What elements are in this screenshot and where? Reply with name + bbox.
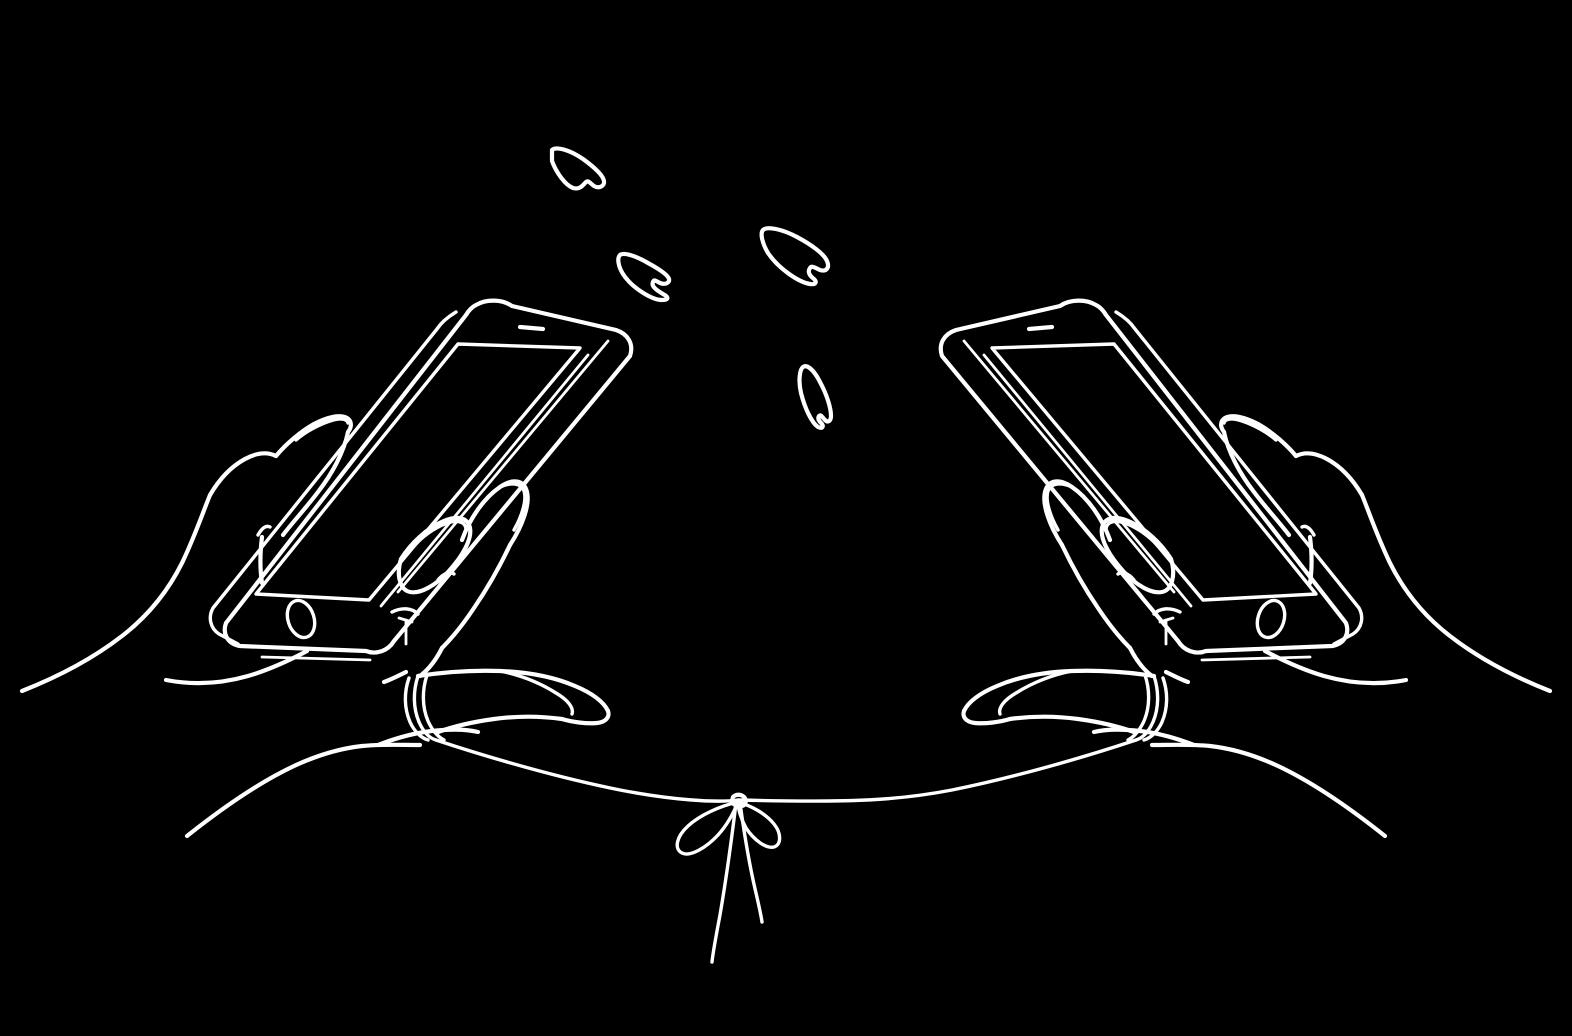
lower-right-index-top: [961, 668, 1157, 714]
left-index-finger-outer: [273, 414, 353, 459]
left-phone-glass-reflection: [396, 339, 610, 594]
left-wrist-top-edge: [207, 451, 279, 498]
right-phone-glass-reflection: [962, 339, 1176, 594]
lower-right-ribbon-wrap-1: [1142, 676, 1169, 742]
right-finger-crease-a: [1300, 524, 1316, 537]
ribbon-bow-loop-left: [675, 800, 740, 856]
lower-left-fingertip: [559, 708, 611, 726]
petal-3: [759, 226, 831, 287]
left-hand-holding-phone: [19, 298, 634, 694]
left-index-finger-inner: [280, 429, 351, 538]
lower-right-ribbon-wrap-2: [1134, 674, 1160, 742]
left-finger-crease-a: [256, 524, 272, 537]
petal-1: [549, 146, 607, 191]
ribbon-drape-right: [736, 738, 1138, 803]
right-smartphone: [938, 298, 1364, 662]
lower-right-hand: [961, 668, 1388, 839]
left-phone-bottom-chin: [260, 655, 372, 662]
left-finger-wrap-nail: [498, 482, 527, 532]
ribbon-knot: [729, 792, 748, 809]
left-smartphone: [208, 298, 634, 662]
lower-left-index-bottom: [435, 714, 565, 735]
red-string-of-fate: [434, 738, 1138, 964]
right-phone-home-button: [1255, 598, 1287, 640]
right-phone-screen-depth: [982, 353, 1193, 608]
left-knuckle-fold-b: [390, 607, 420, 616]
left-arm-lower-edge: [19, 492, 213, 694]
lower-left-palm-contour: [381, 669, 409, 685]
right-finger-wrap-nail: [1045, 482, 1074, 532]
lower-right-index-bottom: [1007, 714, 1137, 735]
left-phone-home-button: [285, 598, 317, 640]
left-knuckle-fold-a: [436, 570, 456, 582]
right-index-finger-outer: [1219, 414, 1299, 459]
lower-left-ribbon-wrap-2: [412, 674, 438, 742]
right-phone-bottom-chin: [1200, 655, 1312, 662]
lower-left-fingernail: [498, 669, 575, 716]
lower-left-index-top: [415, 668, 611, 714]
petal-4: [797, 364, 834, 430]
lower-left-hand: [184, 668, 611, 839]
right-phone-earpiece-slot: [1026, 324, 1055, 332]
left-phone-screen-depth: [379, 353, 590, 608]
right-arm-lower-edge: [1359, 492, 1553, 694]
right-finger-wrap-outer: [1042, 479, 1113, 548]
right-knuckle-fold-a: [1116, 570, 1136, 582]
lower-left-ribbon-wrap-3: [421, 673, 446, 742]
left-phone-bezel: [222, 298, 634, 655]
lower-left-ribbon-wrap-1: [403, 676, 430, 742]
petal-2: [616, 251, 672, 303]
right-thumb: [1099, 515, 1176, 595]
left-thumb: [396, 515, 473, 595]
ribbon-drape-left: [434, 738, 740, 803]
right-hand-holding-phone: [938, 298, 1553, 694]
lower-right-forearm-bottom: [1149, 742, 1388, 839]
falling-petals-group: [549, 146, 834, 430]
ribbon-tail-right: [738, 801, 764, 924]
left-phone-screen: [254, 342, 582, 602]
right-phone-bezel: [938, 298, 1350, 655]
right-knuckle-fold-b: [1152, 607, 1182, 616]
right-phone-side-edge: [1114, 310, 1364, 646]
right-index-fingernail: [1222, 417, 1278, 442]
left-phone-earpiece-slot: [517, 324, 546, 332]
lower-right-palm-contour: [1163, 669, 1191, 685]
left-finger-wrap-inner: [439, 542, 513, 651]
left-thumbnail: [413, 519, 468, 547]
right-finger-wrap-inner: [1059, 542, 1133, 651]
lower-left-forearm-bottom: [184, 742, 423, 839]
right-wrist-top-edge: [1293, 451, 1365, 498]
lower-right-fingernail: [997, 669, 1074, 716]
right-phone-screen: [990, 342, 1318, 602]
lower-right-fingertip: [961, 708, 1013, 726]
left-finger-wrap-outer: [459, 479, 530, 548]
ribbon-tail-left: [710, 801, 738, 964]
lower-right-ribbon-wrap-3: [1126, 673, 1151, 742]
right-index-finger-inner: [1221, 429, 1292, 538]
left-index-fingernail: [294, 417, 350, 442]
left-phone-side-edge: [208, 310, 458, 646]
right-thumbnail: [1104, 519, 1159, 547]
